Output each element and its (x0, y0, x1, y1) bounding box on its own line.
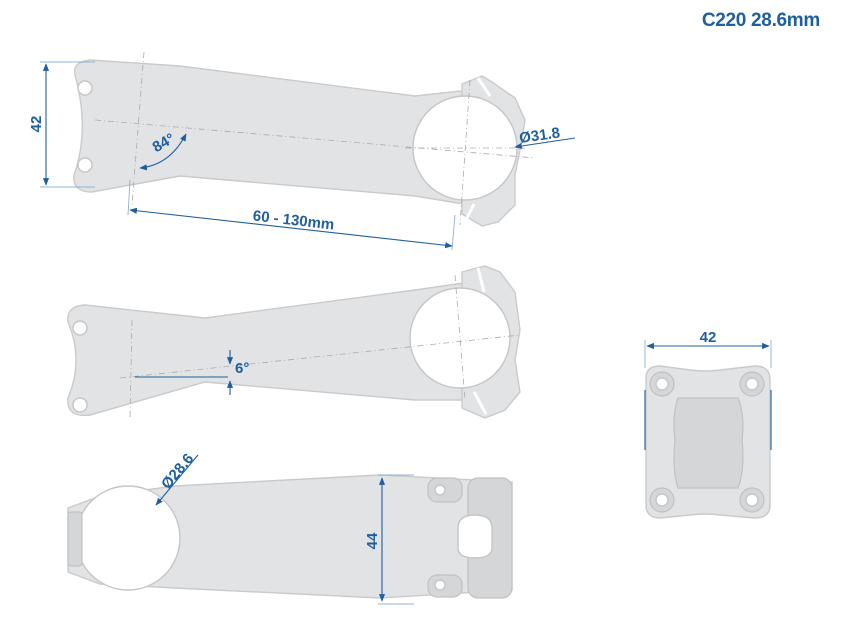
dim-label-clamp-height: 44 (364, 532, 381, 549)
model-title: C220 28.6mm (701, 10, 820, 31)
dim-label-bar-clamp: Ø31.8 (518, 124, 561, 147)
dimension-clamp-height: 44 (364, 474, 414, 605)
dim-label-faceplate-width: 42 (700, 329, 717, 346)
dim-label-length: 60 - 130mm (252, 207, 335, 233)
side-view-middle (67, 265, 521, 421)
dimension-bar-clamp: Ø31.8 (514, 124, 576, 150)
dimension-side-height: 42 (28, 61, 95, 188)
side-view-top (73, 51, 536, 227)
front-view-faceplate (644, 365, 772, 519)
dim-label-rise: 6° (235, 360, 249, 377)
dimension-rise: 6° (135, 350, 249, 395)
dim-label-side-height: 42 (28, 116, 45, 133)
dimension-faceplate-width: 42 (644, 329, 772, 368)
top-view-bottom (67, 474, 513, 599)
